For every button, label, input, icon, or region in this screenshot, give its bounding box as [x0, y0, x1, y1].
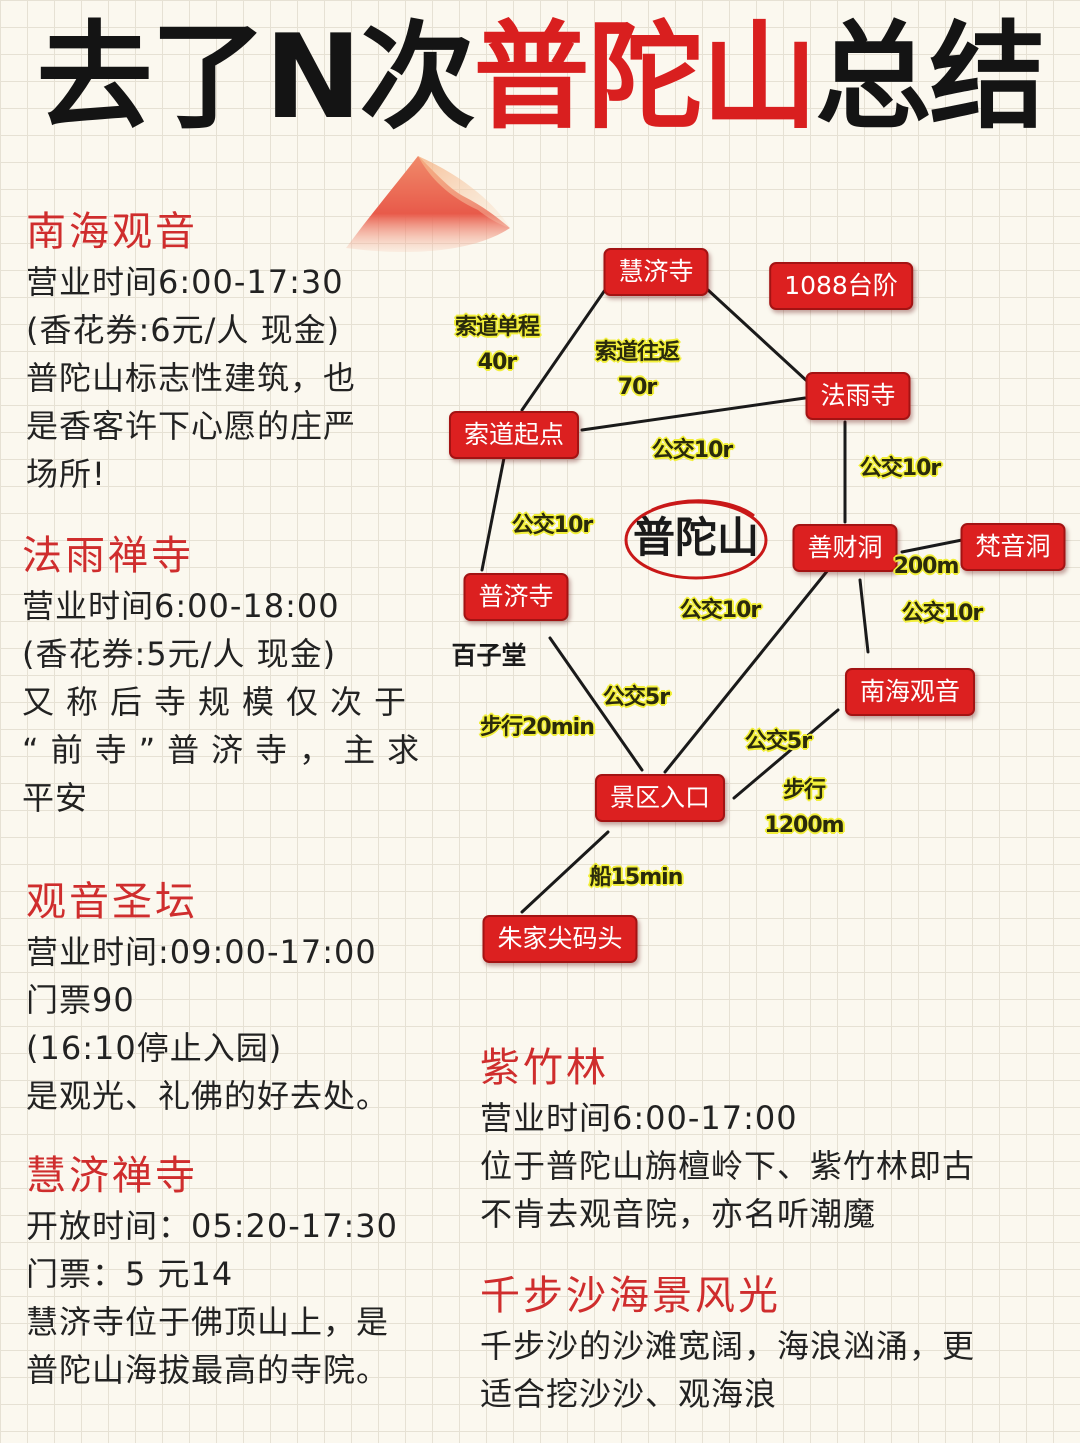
- node-shancai: 善财洞: [792, 524, 898, 572]
- section-line: 普陀山标志性建筑，也: [26, 359, 357, 397]
- route-line: [548, 636, 644, 772]
- section-line: (香花券:6元/人 现金): [26, 311, 341, 349]
- edge-label: 公交10r: [511, 513, 593, 538]
- edge-label: 公交10r: [651, 438, 733, 463]
- section-line: 营业时间6:00-17:00: [480, 1099, 798, 1137]
- section-line: 场所!: [26, 455, 106, 493]
- node-1088-steps: 1088台阶: [769, 262, 913, 310]
- section-heading: 南海观音: [26, 209, 198, 255]
- section-fayu: 法雨禅寺 营业时间6:00-18:00 (香花券:5元/人 现金) 又称后寺规模…: [22, 530, 431, 822]
- node-entrance: 景区入口: [594, 774, 726, 822]
- route-line: [520, 288, 607, 412]
- section-line: 又称后寺规模仅次于: [22, 683, 419, 721]
- section-line: 营业时间6:00-17:30: [26, 263, 344, 301]
- map-center: 普陀山: [622, 494, 770, 582]
- route-line: [900, 538, 964, 554]
- edge-label: 70r: [617, 375, 657, 400]
- edge-label: 索道单程: [454, 315, 540, 340]
- node-suodao: 索道起点: [448, 411, 580, 459]
- section-line: “前寺”普济寺，主求: [22, 731, 432, 769]
- section-line: 不肯去观音院，亦名听潮魔: [480, 1195, 877, 1233]
- node-fayu: 法雨寺: [805, 372, 911, 420]
- section-line: 千步沙的沙滩宽阔，海浪汹涌，更: [480, 1327, 976, 1365]
- section-heading: 慧济禅寺: [26, 1153, 198, 1199]
- section-nanhai: 南海观音 营业时间6:00-17:30 (香花券:6元/人 现金) 普陀山标志性…: [26, 206, 356, 498]
- section-guanyin: 观音圣坛 营业时间:09:00-17:00 门票90 (16:10停止入园) 是…: [26, 876, 389, 1120]
- edge-label: 步行: [782, 778, 826, 803]
- edge-label: 船15min: [589, 865, 684, 890]
- edge-label: 索道往返: [594, 340, 680, 365]
- section-line: 门票：5 元14: [26, 1255, 234, 1293]
- section-line: 是观光、礼佛的好去处。: [26, 1077, 390, 1115]
- edge-label: 步行20min: [480, 715, 595, 740]
- node-fanyin: 梵音洞: [960, 523, 1066, 571]
- section-line: 适合挖沙沙、观海浪: [480, 1375, 778, 1413]
- page-title: 去了N次普陀山总结: [0, 12, 1080, 144]
- edge-label: 公交5r: [744, 729, 812, 754]
- route-line: [732, 708, 840, 800]
- edge-label: 1200m: [764, 813, 844, 838]
- node-nanhai: 南海观音: [844, 668, 976, 716]
- section-heading: 法雨禅寺: [22, 533, 194, 579]
- section-line: (16:10停止入园): [26, 1029, 283, 1067]
- edge-label: 公交5r: [602, 685, 670, 710]
- section-huiji: 慧济禅寺 开放时间：05:20-17:30 门票：5 元14 慧济寺位于佛顶山上…: [26, 1150, 398, 1394]
- route-lines: [480, 288, 964, 914]
- section-line: 开放时间：05:20-17:30: [26, 1207, 398, 1245]
- route-line: [480, 456, 506, 572]
- section-line: 平安: [22, 779, 89, 817]
- route-line: [663, 568, 830, 774]
- route-line: [858, 578, 870, 654]
- title-part-1: 去了N次: [36, 10, 475, 145]
- section-heading: 千步沙海景风光: [480, 1273, 781, 1319]
- section-line: 营业时间:09:00-17:00: [26, 933, 377, 971]
- section-line: (香花券:5元/人 现金): [22, 635, 337, 673]
- mountain-icon: [346, 156, 510, 253]
- edge-label: 公交10r: [679, 598, 761, 623]
- route-line: [580, 396, 807, 432]
- section-qianbu: 千步沙海景风光 千步沙的沙滩宽阔，海浪汹涌，更 适合挖沙沙、观海浪: [480, 1270, 975, 1418]
- section-line: 门票90: [26, 981, 135, 1019]
- center-circle: [624, 499, 768, 580]
- title-part-3: 总结: [815, 10, 1046, 145]
- center-label: 普陀山: [632, 513, 759, 562]
- route-map: 普陀山 慧济寺 1088台阶 法雨寺 索道起点 善财洞 梵音洞 普济寺 南海观音…: [440, 240, 1080, 980]
- node-pier: 朱家尖码头: [482, 915, 638, 963]
- label-baizitang: 百子堂: [451, 641, 527, 670]
- section-heading: 紫竹林: [480, 1045, 609, 1091]
- node-puji: 普济寺: [463, 573, 569, 621]
- section-zizhu: 紫竹林 营业时间6:00-17:00 位于普陀山旃檀岭下、紫竹林即古 不肯去观音…: [480, 1042, 975, 1238]
- section-heading: 观音圣坛: [26, 879, 198, 925]
- title-part-2: 普陀山: [473, 10, 818, 145]
- edge-label: 公交10r: [901, 601, 983, 626]
- section-line: 是香客许下心愿的庄严: [26, 407, 357, 445]
- route-line: [706, 288, 810, 384]
- edge-label: 40r: [477, 350, 517, 375]
- route-line: [520, 830, 610, 914]
- edge-label: 公交10r: [859, 456, 941, 481]
- section-line: 位于普陀山旃檀岭下、紫竹林即古: [480, 1147, 976, 1185]
- edge-label: 200m: [893, 554, 960, 579]
- section-line: 慧济寺位于佛顶山上，是: [26, 1303, 390, 1341]
- section-line: 营业时间6:00-18:00: [22, 587, 340, 625]
- section-line: 普陀山海拔最高的寺院。: [26, 1351, 390, 1389]
- node-huiji: 慧济寺: [603, 248, 709, 296]
